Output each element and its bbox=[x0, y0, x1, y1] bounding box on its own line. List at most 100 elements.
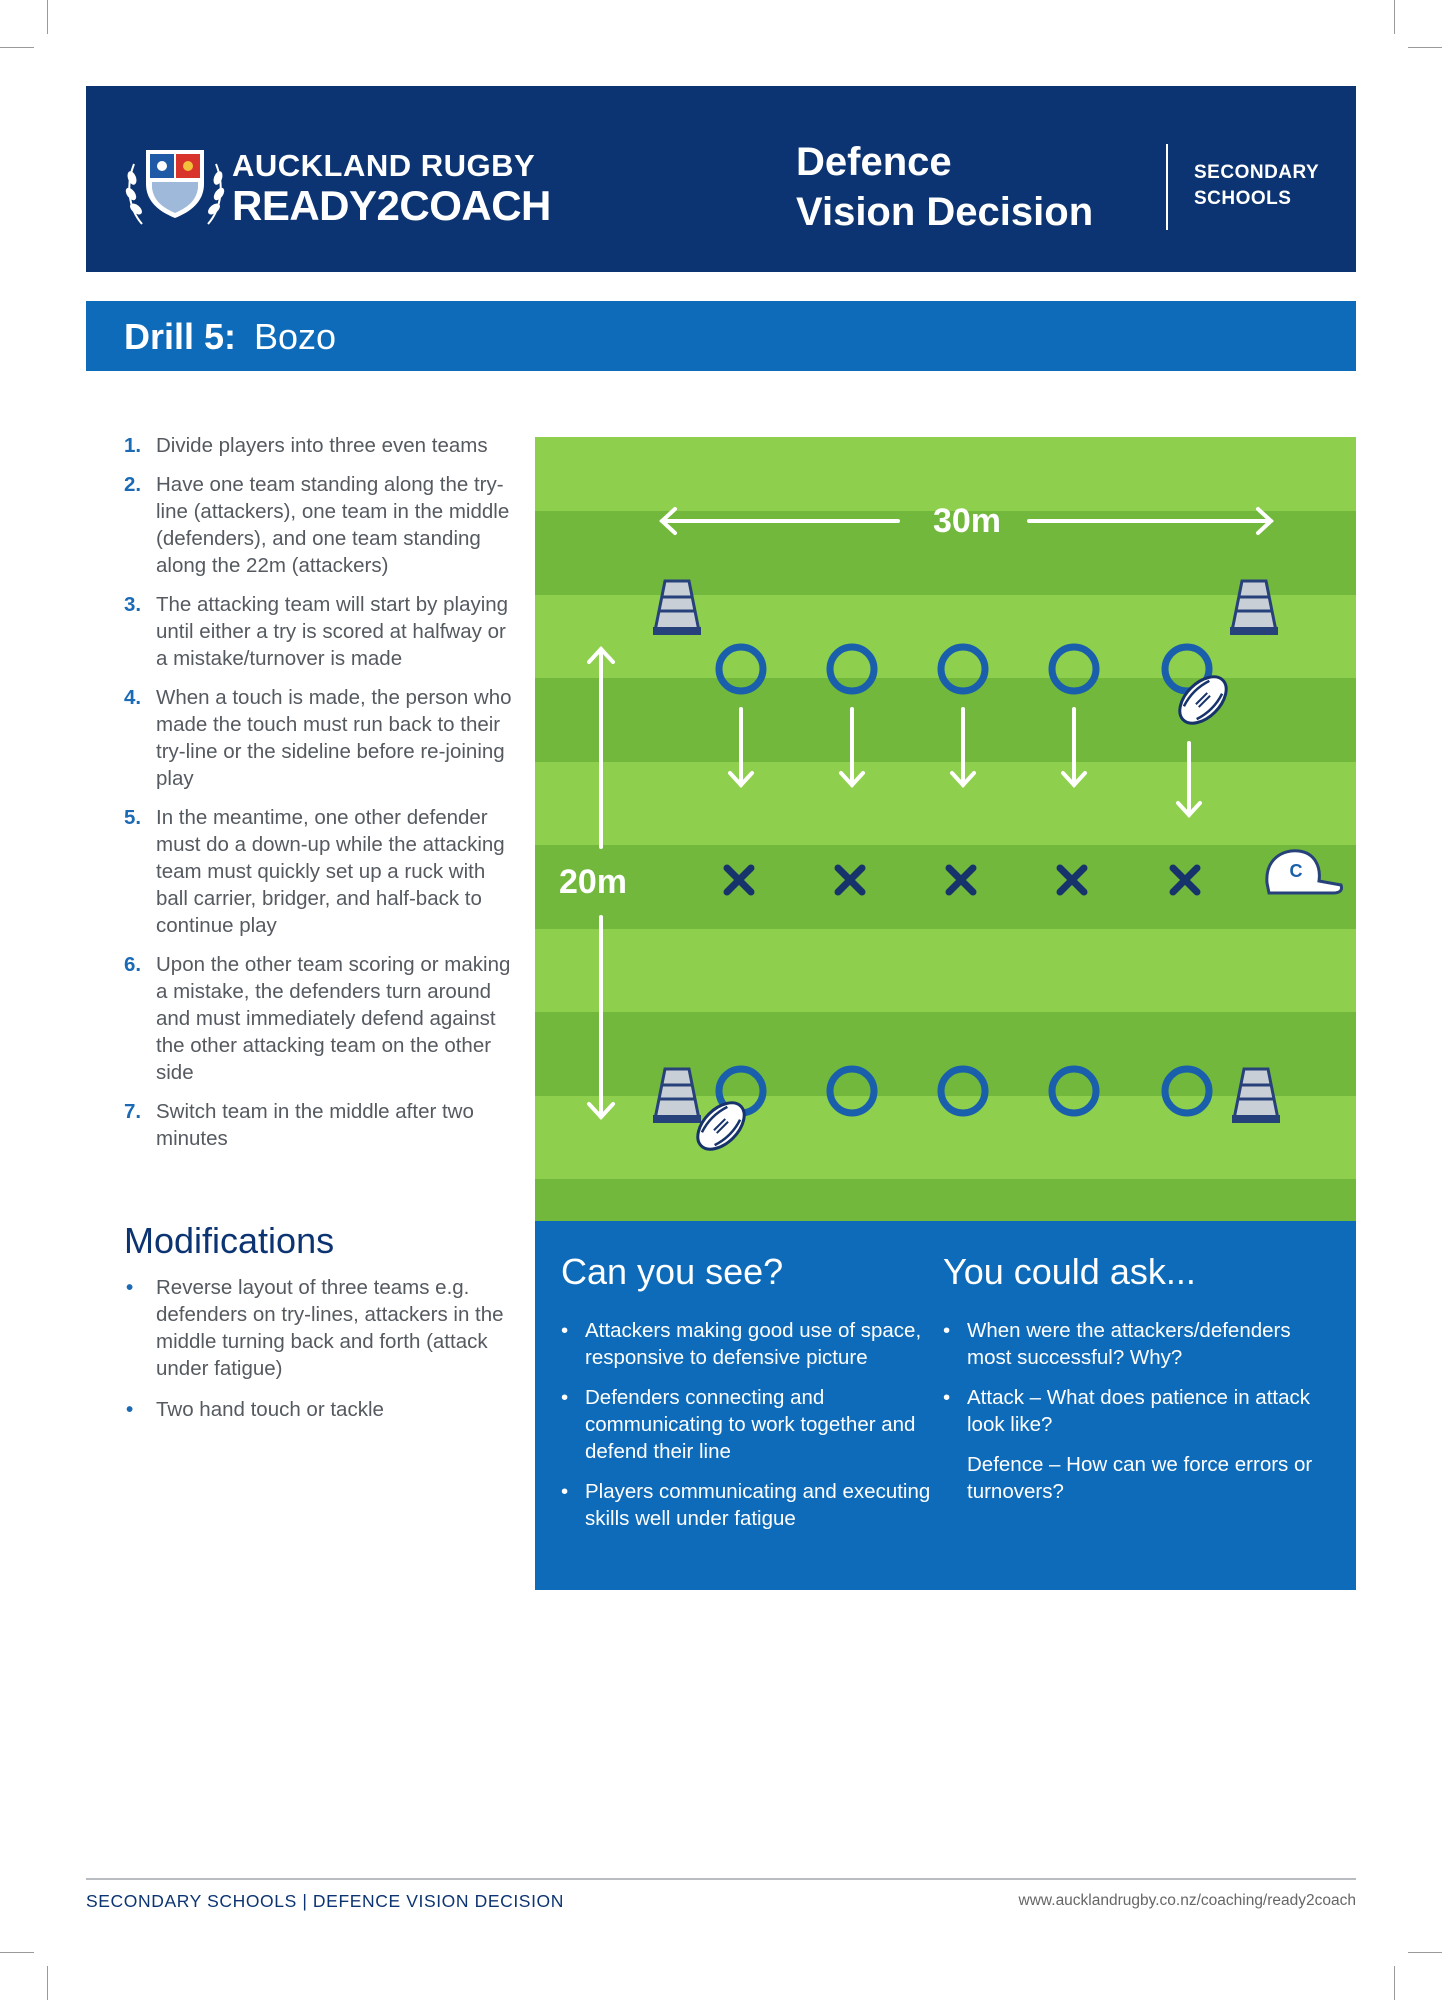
defender-marker bbox=[834, 864, 866, 896]
attacker-marker bbox=[826, 1065, 878, 1117]
step-text: When a touch is made, the person who mad… bbox=[156, 686, 512, 790]
step-text: Upon the other team scoring or making a … bbox=[156, 953, 511, 1084]
step-number: 5. bbox=[124, 806, 142, 829]
brand-program: READY2COACH bbox=[232, 182, 551, 229]
height-dimension-arrow bbox=[587, 646, 615, 1120]
coaching-prompts-box: Can you see? •Attackers making good use … bbox=[535, 1221, 1356, 1590]
modification-text: Two hand touch or tackle bbox=[156, 1398, 384, 1421]
modifications-list: •Reverse layout of three teams e.g. defe… bbox=[124, 1274, 514, 1437]
rugby-ball-icon bbox=[1178, 675, 1228, 725]
list-item: 3. The attacking team will start by playi… bbox=[124, 591, 514, 672]
you-could-ask-column: You could ask... •When were the attacker… bbox=[943, 1251, 1313, 1518]
width-label: 30m bbox=[933, 502, 1001, 540]
defender-marker bbox=[1169, 864, 1201, 896]
footer-section-title: SECONDARY SCHOOLS | DEFENCE VISION DECIS… bbox=[86, 1891, 564, 1911]
crop-mark bbox=[1394, 0, 1395, 34]
list-item: 5. In the meantime, one other defender mu… bbox=[124, 804, 514, 939]
list-item: •Two hand touch or tackle bbox=[126, 1398, 384, 1421]
crop-mark bbox=[1408, 47, 1442, 48]
attacker-marker bbox=[937, 1065, 989, 1117]
you-could-ask-list: •When were the attackers/defenders most … bbox=[943, 1317, 1313, 1505]
defender-marker bbox=[945, 864, 977, 896]
auckland-rugby-crest-icon bbox=[125, 150, 225, 225]
step-text: Switch team in the middle after two minu… bbox=[156, 1100, 474, 1150]
crop-mark bbox=[0, 1952, 34, 1953]
step-number: 7. bbox=[124, 1100, 142, 1123]
page-title-line1: Defence bbox=[796, 140, 952, 184]
question-text: Attack – What does patience in attack lo… bbox=[967, 1386, 1310, 1436]
attacker-marker bbox=[826, 643, 878, 695]
cone-icon bbox=[1232, 1067, 1280, 1123]
step-text: In the meantime, one other defender must… bbox=[156, 806, 505, 937]
crop-mark bbox=[1394, 1966, 1395, 2000]
step-number: 2. bbox=[124, 473, 142, 496]
list-item: •Attackers making good use of space, res… bbox=[561, 1319, 922, 1369]
can-you-see-list: •Attackers making good use of space, res… bbox=[561, 1317, 931, 1532]
width-dimension-arrow bbox=[659, 507, 1274, 535]
step-number: 4. bbox=[124, 686, 142, 709]
list-item: •Defenders connecting and communicating … bbox=[561, 1386, 916, 1463]
rugby-ball-icon bbox=[696, 1101, 746, 1151]
modifications-heading: Modifications bbox=[124, 1220, 335, 1261]
can-you-see-column: Can you see? •Attackers making good use … bbox=[561, 1251, 931, 1545]
step-number: 3. bbox=[124, 593, 142, 616]
drill-label: Drill 5: bbox=[124, 316, 237, 357]
cone-icon bbox=[653, 1067, 701, 1123]
cone-icon bbox=[653, 579, 701, 635]
attacker-marker bbox=[1048, 1065, 1100, 1117]
prompt-text: Players communicating and executing skil… bbox=[585, 1480, 931, 1530]
can-you-see-heading: Can you see? bbox=[561, 1251, 784, 1292]
audience-line1: SECONDARY bbox=[1194, 162, 1320, 183]
attacker-marker bbox=[937, 643, 989, 695]
coach-label: C bbox=[1290, 861, 1303, 881]
movement-arrow-head bbox=[950, 771, 976, 788]
footer-url-link[interactable]: www.aucklandrugby.co.nz/coaching/ready2c… bbox=[1018, 1892, 1356, 1909]
list-item: 7. Switch team in the middle after two mi… bbox=[124, 1098, 514, 1152]
crop-mark bbox=[47, 0, 48, 34]
cone-icon bbox=[1230, 579, 1278, 635]
drill-steps-list: 1. Divide players into three even teams 2… bbox=[124, 432, 514, 1164]
attacker-marker bbox=[1048, 643, 1100, 695]
defender-marker bbox=[1056, 864, 1088, 896]
defender-marker bbox=[723, 864, 755, 896]
step-text: Divide players into three even teams bbox=[156, 434, 488, 457]
coach-cap-icon bbox=[1265, 849, 1343, 895]
list-item: 6. Upon the other team scoring or making … bbox=[124, 951, 514, 1086]
list-item: 4. When a touch is made, the person who m… bbox=[124, 684, 514, 792]
step-number: 1. bbox=[124, 434, 142, 457]
list-item: •Attack – What does patience in attack l… bbox=[943, 1386, 1310, 1436]
header-divider bbox=[1166, 144, 1168, 230]
crop-mark bbox=[0, 47, 34, 48]
brand-name: AUCKLAND RUGBY bbox=[232, 148, 536, 183]
movement-arrow-head bbox=[839, 771, 865, 788]
crop-mark bbox=[47, 1966, 48, 2000]
attacker-marker bbox=[715, 643, 767, 695]
crop-mark bbox=[1408, 1952, 1442, 1953]
list-item: •Reverse layout of three teams e.g. defe… bbox=[126, 1276, 504, 1380]
list-item: •When were the attackers/defenders most … bbox=[943, 1319, 1291, 1369]
grass-stripes bbox=[535, 437, 1356, 1221]
drill-name: Bozo bbox=[254, 316, 337, 357]
attacker-marker bbox=[1161, 1065, 1213, 1117]
list-item: 2. Have one team standing along the try-l… bbox=[124, 471, 514, 579]
question-text: Defence – How can we force errors or tur… bbox=[967, 1453, 1313, 1503]
page-title-line2: Vision Decision bbox=[796, 190, 1094, 234]
step-number: 6. bbox=[124, 953, 142, 976]
prompt-text: Attackers making good use of space, resp… bbox=[585, 1319, 922, 1369]
list-item: Defence – How can we force errors or tur… bbox=[943, 1451, 1313, 1505]
movement-arrow-head bbox=[1061, 771, 1087, 788]
step-text: The attacking team will start by playing… bbox=[156, 593, 509, 670]
you-could-ask-heading: You could ask... bbox=[943, 1251, 1196, 1292]
list-item: 1. Divide players into three even teams bbox=[124, 432, 514, 459]
modification-text: Reverse layout of three teams e.g. defen… bbox=[156, 1276, 504, 1380]
page-header: AUCKLAND RUGBY READY2COACH Defence Visio… bbox=[86, 86, 1356, 272]
list-item: •Players communicating and executing ski… bbox=[561, 1480, 931, 1530]
drill-field-diagram: 30m 20m bbox=[535, 437, 1356, 1221]
question-text: When were the attackers/defenders most s… bbox=[967, 1319, 1291, 1369]
height-label: 20m bbox=[559, 863, 627, 901]
drill-title-bar: Drill 5: Bozo bbox=[86, 301, 1356, 371]
audience-line2: SCHOOLS bbox=[1194, 188, 1292, 209]
movement-arrow-head bbox=[1176, 801, 1202, 818]
step-text: Have one team standing along the try-lin… bbox=[156, 473, 510, 577]
footer-divider bbox=[86, 1878, 1356, 1880]
